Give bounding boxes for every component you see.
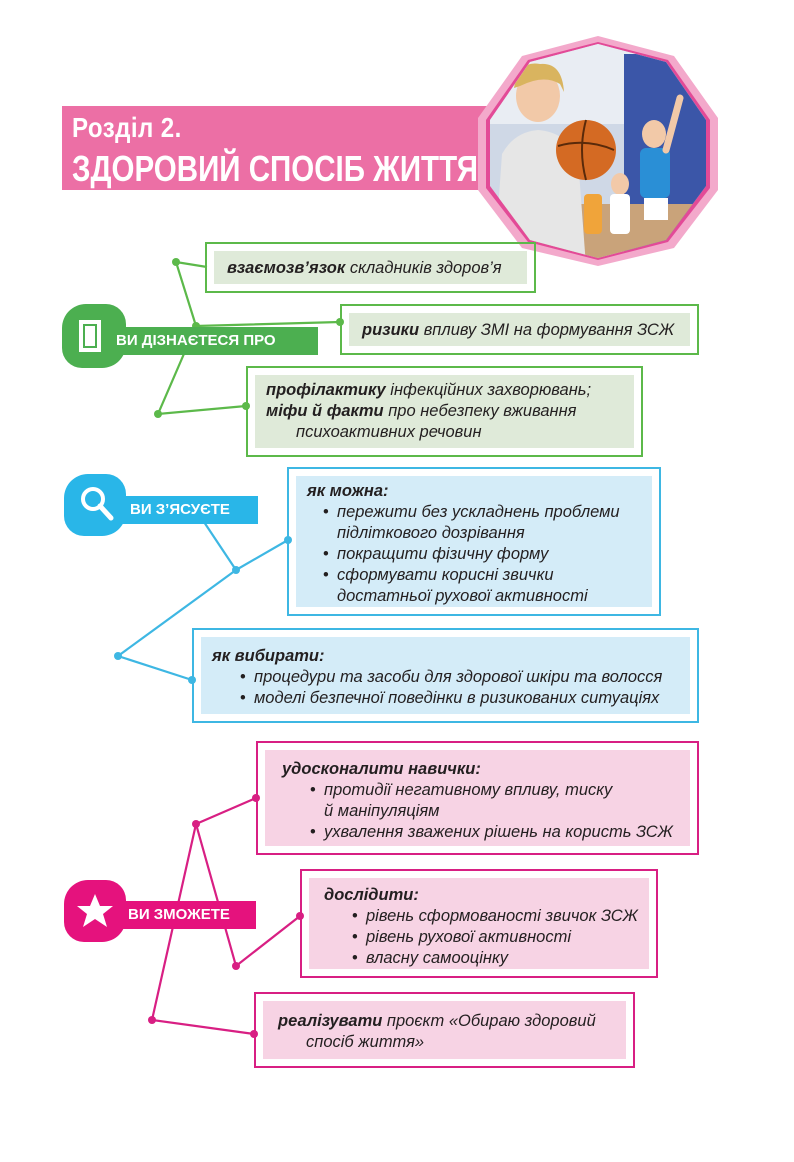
able-box-3: реалізувати проєкт «Обираю здоровий спос…	[254, 992, 635, 1068]
find-box-2: як вибирати: процедури та засоби для здо…	[192, 628, 699, 723]
find-box-1-bullet-1-line-1: пережити без ускладнень проблеми	[323, 502, 620, 523]
learn-item-3-text-3: психоактивних речовин	[296, 423, 482, 441]
learn-item-2-bold: ризики	[362, 321, 420, 339]
find-box-1-bullet-3-line-2: достатньої рухової активності	[337, 587, 588, 605]
learn-item-2: ризики впливу ЗМІ на формування ЗСЖ	[340, 304, 699, 355]
learn-item-3-bold-2: міфи й факти	[266, 402, 384, 420]
learn-item-2-text: впливу ЗМІ на формування ЗСЖ	[419, 321, 674, 339]
find-box-1-bullet-2: покращити фізичну форму	[323, 544, 548, 565]
able-box-1-bullet-2: ухвалення зважених рішень на користь ЗСЖ	[310, 822, 673, 843]
find-box-1-bullet-3-line-1: сформувати корисні звички	[323, 565, 554, 586]
find-box-1: як можна: пережити без ускладнень пробле…	[287, 467, 661, 616]
chapter-title: ЗДОРОВИЙ СПОСІБ ЖИТТЯ	[72, 148, 478, 189]
able-box-1-heading: удосконалити навички:	[282, 760, 481, 778]
learn-item-1-text: складників здоров’я	[345, 259, 502, 277]
find-box-2-heading: як вибирати:	[212, 647, 325, 665]
learn-item-3-text-2: про небезпеку вживання	[383, 402, 577, 420]
magnifier-icon	[81, 487, 114, 521]
learn-item-3-bold-1: профілактику	[266, 381, 386, 399]
find-box-2-bullet-2: моделі безпечної поведінки в ризикованих…	[240, 688, 659, 709]
chapter-header: Розділ 2. ЗДОРОВИЙ СПОСІБ ЖИТТЯ	[62, 106, 514, 190]
able-box-3-text-2: спосіб життя»	[306, 1033, 425, 1051]
able-box-2: дослідити: рівень сформованості звичок З…	[300, 869, 658, 978]
able-box-2-bullet-3: власну самооцінку	[352, 948, 508, 969]
learn-item-1-bold: взаємозв’язок	[227, 259, 346, 277]
able-box-1-bullet-1-line-2: й маніпуляціям	[324, 802, 440, 820]
able-box-2-bullet-2: рівень рухової активності	[352, 927, 571, 948]
able-box-3-text: проєкт «Обираю здоровий	[382, 1012, 596, 1030]
able-box-3-bold: реалізувати	[278, 1012, 383, 1030]
learn-label: ВИ ДІЗНАЄТЕСЯ ПРО	[66, 327, 318, 355]
book-icon	[79, 320, 101, 352]
able-box-1: удосконалити навички: протидії негативно…	[256, 741, 699, 855]
able-box-2-heading: дослідити:	[324, 886, 419, 904]
chapter-number: Розділ 2.	[72, 112, 182, 143]
star-icon	[77, 894, 113, 927]
able-box-1-bullet-1-line-1: протидії негативному впливу, тиску	[310, 780, 612, 801]
able-box-2-bullet-1: рівень сформованості звичок ЗСЖ	[352, 906, 638, 927]
find-box-1-heading: як можна:	[307, 482, 389, 500]
learn-item-3: профілактику інфекційних захворювань; мі…	[246, 366, 643, 457]
learn-item-3-text-1: інфекційних захворювань;	[385, 381, 592, 399]
learn-item-1: взаємозв’язок складників здоров’я	[205, 242, 536, 293]
find-box-2-bullet-1: процедури та засоби для здорової шкіри т…	[240, 667, 662, 688]
chapter-photo	[474, 34, 722, 266]
find-box-1-bullet-1-line-2: підліткового дозрівання	[337, 524, 525, 542]
